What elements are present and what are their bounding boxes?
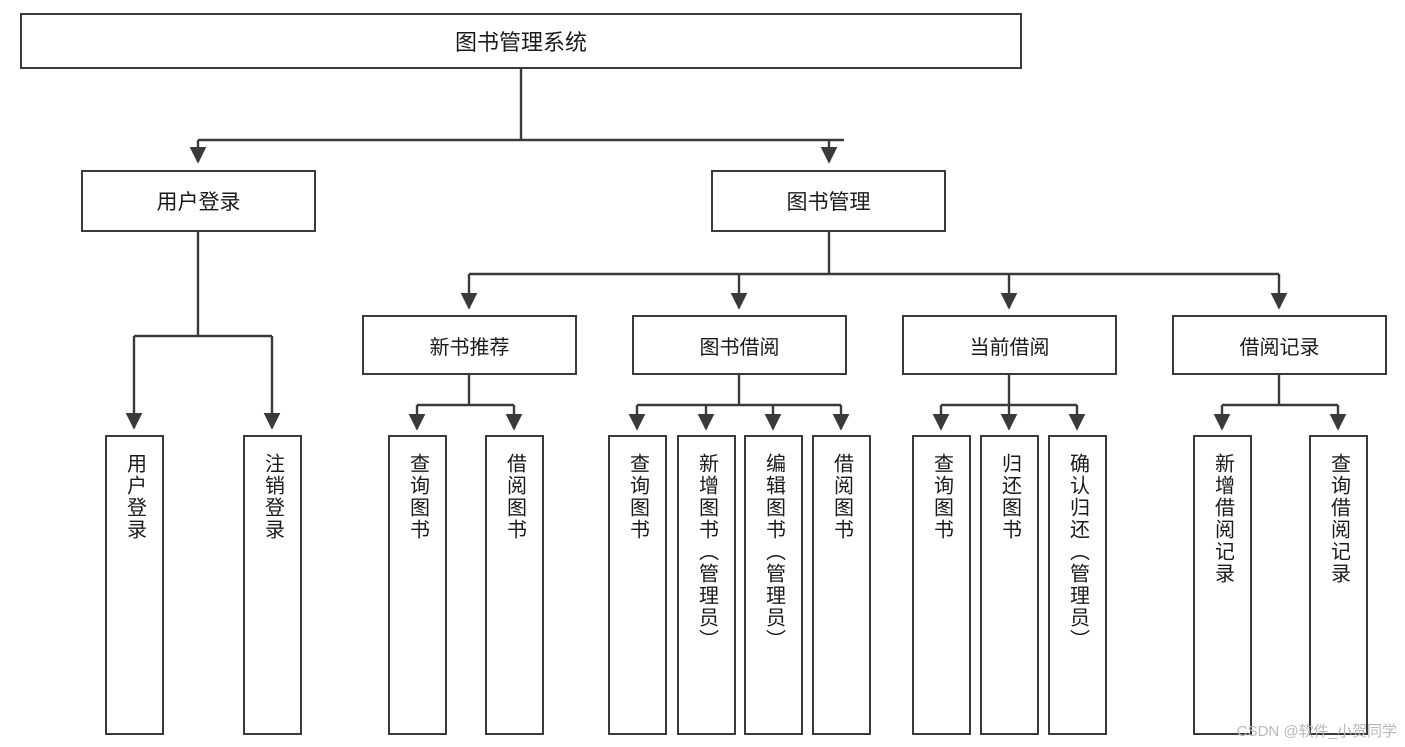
leaf-edit-book-admin[interactable]: 编辑图书（管理员） <box>744 435 803 735</box>
node-label: 借阅记录 <box>1239 336 1320 359</box>
leaf-label: 查询图书 <box>930 453 953 541</box>
leaf-borrow-book-recommend[interactable]: 借阅图书 <box>485 435 544 735</box>
node-current-borrow[interactable]: 当前借阅 <box>902 315 1117 375</box>
node-borrow-record[interactable]: 借阅记录 <box>1172 315 1387 375</box>
leaf-label: 借阅图书 <box>830 453 853 541</box>
leaf-user-login[interactable]: 用户登录 <box>105 435 164 735</box>
leaf-label: 借阅图书 <box>503 453 526 541</box>
leaf-label: 确认归还（管理员） <box>1066 453 1089 651</box>
leaf-label: 查询图书 <box>406 453 429 541</box>
leaf-label: 归还图书 <box>998 453 1021 541</box>
node-book-management[interactable]: 图书管理 <box>711 170 946 232</box>
leaf-query-borrow-record[interactable]: 查询借阅记录 <box>1309 435 1368 735</box>
node-label: 当前借阅 <box>969 336 1050 359</box>
node-root-book-management-system[interactable]: 图书管理系统 <box>20 13 1022 69</box>
node-label: 新书推荐 <box>429 336 510 359</box>
leaf-confirm-return-admin[interactable]: 确认归还（管理员） <box>1048 435 1107 735</box>
node-label: 图书借阅 <box>699 336 780 359</box>
node-label: 图书管理系统 <box>454 30 587 55</box>
leaf-borrow-book[interactable]: 借阅图书 <box>812 435 871 735</box>
leaf-return-book[interactable]: 归还图书 <box>980 435 1039 735</box>
leaf-label: 新增图书（管理员） <box>695 453 718 651</box>
leaf-label: 注销登录 <box>261 453 284 541</box>
leaf-label: 查询借阅记录 <box>1327 453 1350 585</box>
leaf-label: 查询图书 <box>626 453 649 541</box>
leaf-add-borrow-record[interactable]: 新增借阅记录 <box>1193 435 1252 735</box>
leaf-label: 编辑图书（管理员） <box>762 453 785 651</box>
node-new-book-recommend[interactable]: 新书推荐 <box>362 315 577 375</box>
node-label: 图书管理 <box>786 191 871 214</box>
leaf-logout-login[interactable]: 注销登录 <box>243 435 302 735</box>
leaf-query-book-recommend[interactable]: 查询图书 <box>388 435 447 735</box>
node-book-borrow[interactable]: 图书借阅 <box>632 315 847 375</box>
node-user-login[interactable]: 用户登录 <box>81 170 316 232</box>
leaf-label: 新增借阅记录 <box>1211 453 1234 585</box>
leaf-label: 用户登录 <box>123 453 146 541</box>
watermark: CSDN @软件_小贺同学 <box>1236 723 1397 740</box>
leaf-query-book-current[interactable]: 查询图书 <box>912 435 971 735</box>
node-label: 用户登录 <box>156 191 241 214</box>
leaf-query-book-borrow[interactable]: 查询图书 <box>608 435 667 735</box>
leaf-add-book-admin[interactable]: 新增图书（管理员） <box>677 435 736 735</box>
